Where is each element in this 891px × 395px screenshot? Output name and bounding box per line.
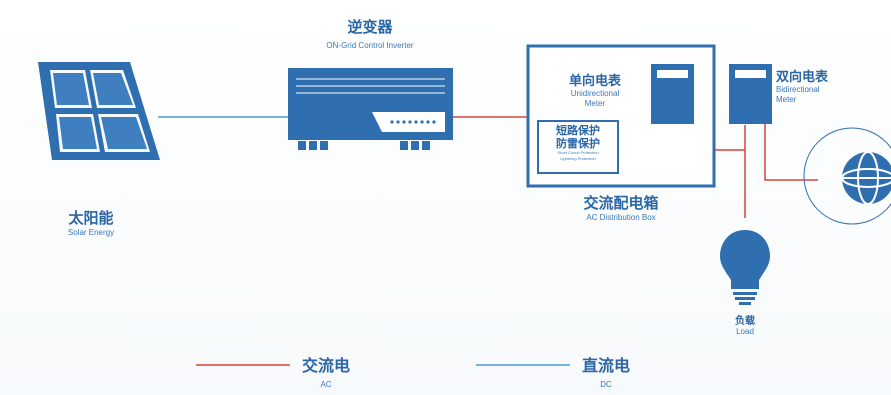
ac-box-subtitle: AC Distribution Box [586, 213, 656, 222]
state-grid-logo [803, 127, 891, 225]
inverter-label: 逆变器 ON-Grid Control Inverter [300, 16, 440, 51]
legend-ac-title: 交流电 [301, 356, 350, 375]
solar-label: 太阳能 Solar Energy [56, 207, 126, 238]
uni-meter-subtitle-2: Meter [584, 99, 606, 108]
bi-meter-title: 双向电表 [776, 70, 829, 85]
load-title: 负载 [735, 316, 755, 327]
solar-title: 太阳能 [68, 209, 114, 227]
protection-module-frame [537, 120, 619, 174]
ac-box-title: 交流配电箱 [583, 194, 659, 212]
load-subtitle: Load [736, 327, 754, 336]
bi-meter-label: 双向电表 Bidirectional Meter [776, 66, 856, 105]
light-bulb-icon [720, 230, 770, 305]
uni-meter-subtitle-1: Unidirectional [570, 89, 620, 98]
legend-dc: 直流电 DC [576, 352, 636, 390]
uni-meter-label: 单向电表 Unidirectional Meter [556, 70, 634, 109]
bi-meter-subtitle-2: Meter [776, 95, 797, 104]
bidirectional-meter-icon [729, 64, 772, 124]
protection-label: 短路保护 防雷保护 Short Circuit Protection Light… [540, 124, 616, 162]
inverter-subtitle: ON-Grid Control Inverter [326, 41, 414, 50]
ac-line-bimeter-grid [764, 120, 818, 181]
ac-box-label: 交流配电箱 AC Distribution Box [566, 192, 676, 223]
bi-meter-subtitle-1: Bidirectional [776, 85, 820, 94]
legend-dc-title: 直流电 [581, 356, 630, 375]
protection-en-line1: Short Circuit Protection [557, 150, 599, 155]
legend-ac: 交流电 AC [296, 352, 356, 390]
unidirectional-meter-icon [651, 64, 694, 124]
solar-panel-icon [38, 62, 160, 160]
inverter-title: 逆变器 [347, 18, 393, 36]
protection-line2: 防雷保护 [556, 137, 600, 150]
solar-subtitle: Solar Energy [67, 228, 115, 237]
load-label: 负载 Load [715, 312, 775, 337]
protection-en-line2: Lightning Protection [560, 156, 596, 161]
uni-meter-title: 单向电表 [568, 74, 621, 89]
legend-dc-subtitle: DC [600, 380, 612, 389]
legend-ac-subtitle: AC [320, 380, 332, 389]
inverter-icon [288, 68, 453, 150]
protection-line1: 短路保护 [556, 124, 600, 137]
